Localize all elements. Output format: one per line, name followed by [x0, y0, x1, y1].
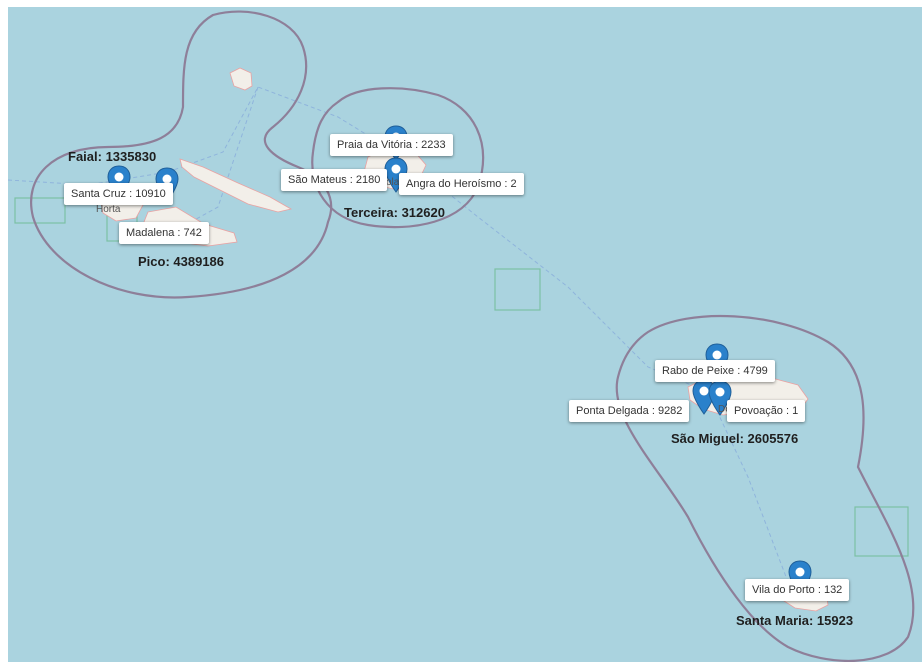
island-label-terceira: Terceira: 312620 — [344, 205, 445, 220]
island-label-faial: Faial: 1335830 — [68, 149, 157, 164]
popup-ponta-delgada[interactable]: Ponta Delgada : 9282 — [569, 400, 690, 422]
route-line — [707, 391, 789, 583]
boundary-terceira — [311, 87, 485, 229]
boundary-central-west — [30, 10, 333, 299]
island-graciosa — [229, 67, 253, 91]
popup-praia-da-vitoria[interactable]: Praia da Vitória : 2233 — [330, 134, 453, 156]
popup-povoacao[interactable]: Povoação : 1 — [727, 400, 806, 422]
grid-box — [14, 197, 66, 224]
map-view[interactable]: Horta ola Delga ores Praia da Vitória : … — [8, 7, 922, 662]
islands — [99, 67, 829, 612]
place-label-horta: Horta — [96, 204, 121, 215]
map-pin-icon[interactable] — [708, 380, 732, 416]
island-label-sao-miguel: São Miguel: 2605576 — [671, 431, 799, 446]
grid-box — [854, 506, 909, 557]
island-label-pico: Pico: 4389186 — [138, 254, 225, 269]
grid-box — [494, 268, 541, 311]
popup-sao-mateus[interactable]: São Mateus : 2180 — [281, 169, 388, 191]
boundaries — [30, 10, 915, 662]
island-label-santa-maria: Santa Maria: 15923 — [736, 613, 854, 628]
popup-rabo-de-peixe[interactable]: Rabo de Peixe : 4799 — [655, 360, 775, 382]
popup-santa-cruz[interactable]: Santa Cruz : 10910 — [64, 183, 173, 205]
boundary-east — [615, 314, 915, 662]
popup-angra-do-heroismo[interactable]: Angra do Heroísmo : 2 — [399, 173, 524, 195]
map-layer — [8, 10, 915, 662]
place-label-angra: ola — [386, 177, 400, 188]
popup-vila-do-porto[interactable]: Vila do Porto : 132 — [745, 579, 850, 601]
popup-madalena[interactable]: Madalena : 742 — [119, 222, 209, 244]
island-sao-jorge — [179, 158, 293, 213]
